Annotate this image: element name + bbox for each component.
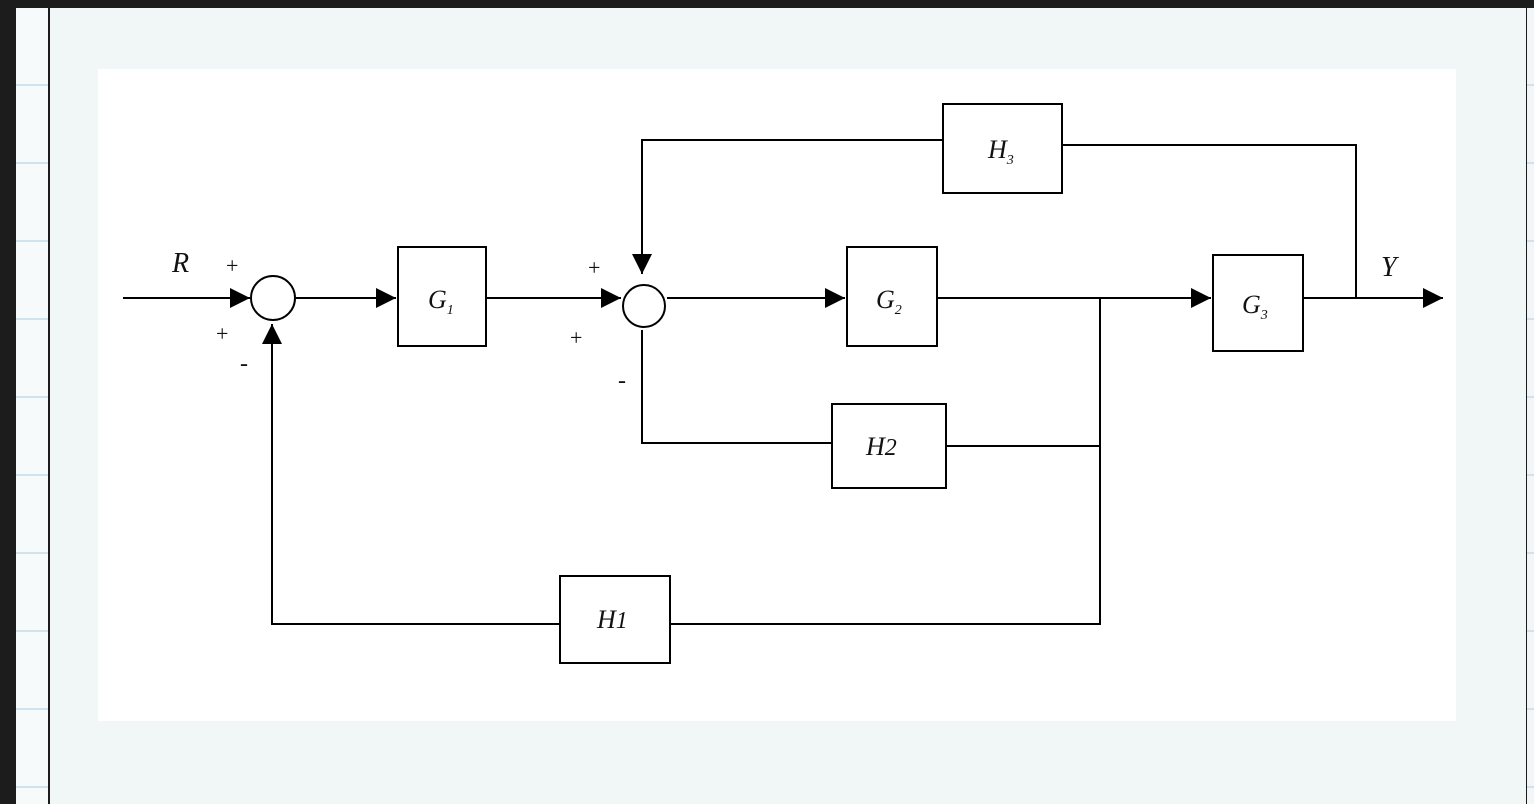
block-g2 — [846, 246, 938, 347]
sum1-top-sign: + — [226, 253, 238, 278]
output-signal-label: Y — [1381, 252, 1400, 283]
block-g2-label: G2 — [876, 285, 902, 318]
block-h3 — [942, 103, 1063, 194]
left-margin-strip — [16, 8, 48, 804]
h3-feedback-out — [632, 139, 943, 274]
block-h2-label: H2 — [865, 432, 897, 461]
block-h1 — [559, 575, 671, 664]
block-g3 — [1212, 254, 1304, 352]
h2-feedback-in — [946, 298, 1101, 447]
sum2-top-sign: + — [588, 255, 600, 280]
h3-feedback-in — [1062, 144, 1357, 298]
sum1-bottom-sign: - — [240, 351, 248, 377]
block-h2 — [831, 403, 947, 489]
sum2-left-sign: + — [570, 325, 582, 350]
h2-feedback-out — [641, 330, 832, 444]
sum2-bottom-sign: - — [618, 368, 626, 394]
block-diagram: G1 G2 G3 H3 H2 H1 R Y + + - + + - — [123, 103, 1443, 664]
input-signal-label: R — [171, 248, 189, 279]
block-g1-label: G1 — [428, 285, 454, 318]
summing-junction-2 — [622, 284, 666, 328]
summing-junction-1 — [250, 275, 296, 321]
block-diagram-figure: G1 G2 G3 H3 H2 H1 R Y + + - + + - — [98, 69, 1456, 721]
block-h3-label: H3 — [987, 135, 1014, 168]
right-margin-strip — [1527, 8, 1534, 804]
h1-feedback-out — [262, 324, 560, 625]
block-g1 — [397, 246, 487, 347]
block-g3-label: G3 — [1242, 290, 1268, 323]
sum1-left-sign: + — [216, 321, 228, 346]
h1-feedback-in — [670, 446, 1101, 625]
block-h1-label: H1 — [596, 605, 628, 634]
